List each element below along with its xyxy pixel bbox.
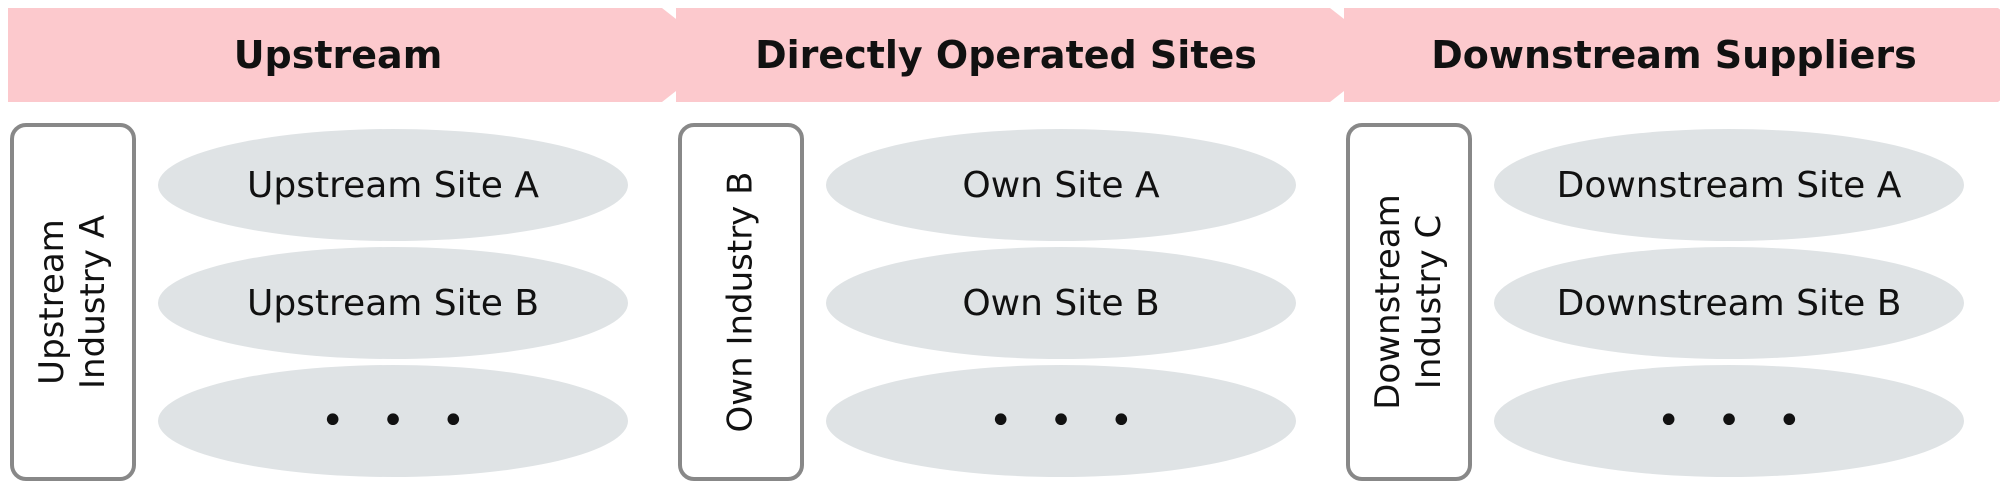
arrow-banner-shape [676, 8, 1390, 102]
column-upstream: Upstream Upstream Industry A Upstream Si… [8, 0, 722, 490]
arrow-banner-shape [1344, 8, 2000, 102]
header-label-directly-operated: Directly Operated Sites [755, 33, 1257, 77]
industry-label-own: Own Industry B [720, 171, 761, 433]
site-upstream-b: Upstream Site B [158, 247, 628, 359]
header-arrow-directly-operated: Directly Operated Sites [676, 8, 1390, 102]
site-downstream-b: Downstream Site B [1494, 247, 1964, 359]
header-label-downstream: Downstream Suppliers [1431, 33, 1917, 77]
header-arrow-upstream: Upstream [8, 8, 722, 102]
industry-box-upstream: Upstream Industry A [10, 123, 136, 481]
site-upstream-a: Upstream Site A [158, 129, 628, 241]
header-label-upstream: Upstream [233, 33, 443, 77]
header-arrow-downstream: Downstream Suppliers [1344, 8, 2000, 102]
column-directly-operated: Directly Operated Sites Own Industry B O… [676, 0, 1390, 490]
site-own-a: Own Site A [826, 129, 1296, 241]
arrow-banner-shape [8, 8, 722, 102]
site-own-more: • • • [826, 365, 1296, 477]
site-upstream-more: • • • [158, 365, 628, 477]
industry-box-own: Own Industry B [678, 123, 804, 481]
site-own-b: Own Site B [826, 247, 1296, 359]
industry-label-downstream: Downstream Industry C [1368, 194, 1449, 410]
site-downstream-more: • • • [1494, 365, 1964, 477]
site-downstream-a: Downstream Site A [1494, 129, 1964, 241]
industry-box-downstream: Downstream Industry C [1346, 123, 1472, 481]
column-downstream: Downstream Suppliers Downstream Industry… [1344, 0, 2000, 490]
industry-label-upstream: Upstream Industry A [32, 215, 113, 389]
